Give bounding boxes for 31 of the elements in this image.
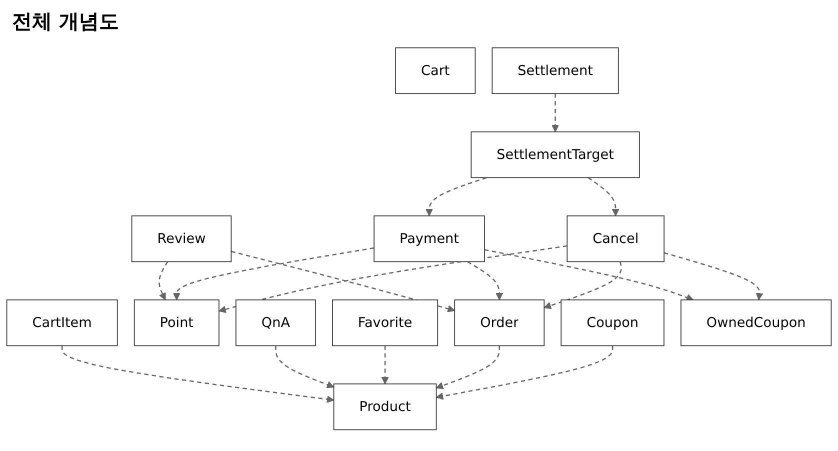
node-box: OwnedCoupon [680,300,832,346]
arrow [436,346,614,400]
node-box: SettlementTarget [470,132,640,178]
arrow [426,177,487,216]
node-box: Cart [395,48,476,94]
arrow [275,346,334,388]
node-box: Order [454,300,545,346]
node-box: Product [333,384,437,430]
arrow [172,248,374,300]
arrow [231,251,455,313]
node-box: CartItem [6,300,118,346]
arrow [484,249,694,302]
node-box: Coupon [560,300,664,346]
arrow [218,245,568,314]
diagram-title: 전체 개념도 [12,8,120,35]
arrow [158,262,168,300]
node-box: Payment [374,216,485,262]
arrow [544,262,622,310]
arrow [552,94,560,132]
arrow [664,252,764,300]
arrow [467,261,504,300]
node-box: Cancel [566,216,664,262]
node-box: Settlement [492,48,619,94]
arrow [436,346,500,390]
arrow [588,177,620,216]
node-box: QnA [236,300,316,346]
node-box: Review [131,216,232,262]
node-box: Favorite [332,300,438,346]
arrow [61,346,334,404]
node-box: Point [134,300,220,346]
arrow [381,346,389,384]
